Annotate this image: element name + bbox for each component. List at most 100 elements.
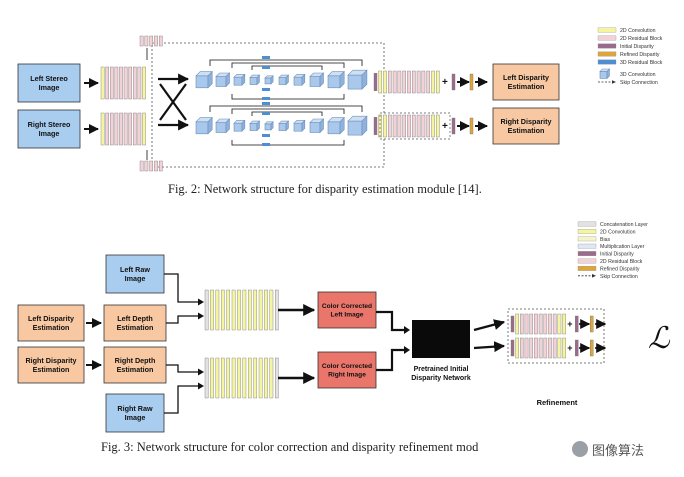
color-corrected-left-label: Color Corrected: [322, 303, 372, 310]
layer-c: [242, 289, 247, 331]
layer-r: [114, 66, 119, 100]
cube-side: [207, 116, 213, 135]
legend-text: 2D Residual Block: [620, 36, 663, 42]
legend-arrowhead: [612, 80, 616, 84]
cube-front: [347, 74, 363, 90]
legend-swatch: [597, 35, 617, 41]
layer-c: [237, 357, 241, 399]
color-corrected-left-label: Left Image: [331, 311, 364, 318]
layer-r: [548, 337, 552, 359]
left-hourglass-cube: [347, 69, 368, 90]
legend-cube: [599, 68, 611, 80]
arrowhead: [198, 298, 204, 306]
refine-bottom-initial-disp: [575, 339, 579, 357]
layer-c: [247, 289, 252, 331]
legend-item: Skip Connection: [578, 274, 638, 280]
color-corrected-right-box: [317, 351, 377, 389]
arrowhead: [198, 382, 204, 390]
legend-text: Initial Disparity: [600, 252, 634, 258]
right-disparity-input-label: Right Disparity: [25, 356, 76, 365]
refine-top-initial-disp: [575, 315, 579, 333]
arrowhead: [404, 346, 410, 354]
watermark-text: 图像算法: [592, 444, 645, 459]
layer-r: [137, 112, 142, 146]
cross-b: [159, 83, 187, 121]
layer-r: [412, 70, 416, 94]
left-hourglass-cube: [233, 73, 246, 86]
refine-bottom-plus: +: [567, 343, 572, 353]
cube-side: [361, 115, 368, 136]
cube-front: [327, 121, 341, 135]
layer-r: [524, 313, 529, 335]
legend-item: 2D Residual Block: [597, 35, 663, 42]
layer-r: [158, 35, 163, 47]
cube-side: [339, 70, 345, 89]
layer-c: [215, 289, 220, 331]
layer-r: [109, 66, 114, 100]
layer-k: [275, 289, 279, 331]
legend-text: 2D Convolution: [600, 229, 636, 235]
cube-front: [278, 77, 287, 85]
depth-to-stack-right: [166, 364, 198, 373]
legend-text: Skip Connection: [600, 274, 638, 280]
legend-swatch: [577, 258, 597, 264]
layer-r: [105, 66, 109, 100]
legend-item: Multiplication Layer: [577, 243, 645, 250]
refinement-box: [507, 308, 605, 364]
legend-text: 3D Convolution: [620, 72, 656, 78]
figure-3-caption: Fig. 3: Network structure for color corr…: [101, 440, 479, 454]
cube-side: [207, 70, 213, 89]
left-depth-estimation-box: [103, 304, 167, 342]
layer-r: [520, 337, 524, 359]
right-depth-estimation-label: Estimation: [117, 365, 154, 374]
net-to-refine-bottom: [473, 341, 506, 353]
left-disparity-input-label: Left Disparity: [28, 314, 74, 323]
raw-to-stack-left: [164, 273, 198, 303]
right-disparity-output-label: Estimation: [508, 126, 545, 135]
legend-swatch: [577, 229, 597, 234]
right-hourglass-skip-inner: [251, 111, 323, 116]
cube-front: [278, 123, 287, 131]
left-depth-estimation-label: Left Depth: [117, 314, 153, 323]
layer-r: [524, 337, 529, 359]
layer-c: [142, 112, 146, 146]
right-hourglass-cube: [293, 119, 306, 132]
layer-c: [264, 289, 268, 331]
left-refine-initial-disp: [451, 73, 456, 91]
layer-r: [534, 313, 538, 335]
left-hourglass-cube: [215, 72, 231, 88]
legend-swatch: [577, 236, 597, 242]
layer-r: [114, 112, 119, 146]
right-stereo-image-label: Right Stereo: [28, 120, 71, 129]
layer-r: [416, 70, 421, 94]
layer-r: [392, 70, 397, 94]
layer-i: [510, 315, 515, 333]
right-encoder: [100, 112, 146, 146]
legend-item: Refined Disparity: [597, 51, 660, 58]
layer-c: [210, 357, 214, 399]
legend-swatch: [597, 43, 617, 49]
left-disparity-input-box: [17, 304, 85, 342]
layer-r: [154, 160, 158, 172]
layer-c: [557, 337, 562, 359]
cube-side: [301, 119, 306, 132]
legend-item: 2D Convolution: [577, 229, 636, 235]
layer-r: [543, 313, 548, 335]
right-hourglass-cube: [249, 120, 261, 132]
cube-front: [264, 77, 272, 85]
right-depth-estimation-label: Right Depth: [115, 356, 156, 365]
layer-c: [226, 357, 231, 399]
legend-swatch: [577, 266, 597, 271]
right-disparity-input-box: [17, 346, 85, 384]
layer-c: [242, 357, 247, 399]
layer-k: [275, 357, 279, 399]
layer-c: [515, 313, 519, 335]
layer-r: [123, 112, 128, 146]
layer-r: [538, 313, 543, 335]
layer-r: [520, 313, 524, 335]
cube-side: [606, 68, 610, 80]
layer-k: [204, 357, 209, 399]
legend-item: Bias: [577, 236, 610, 243]
